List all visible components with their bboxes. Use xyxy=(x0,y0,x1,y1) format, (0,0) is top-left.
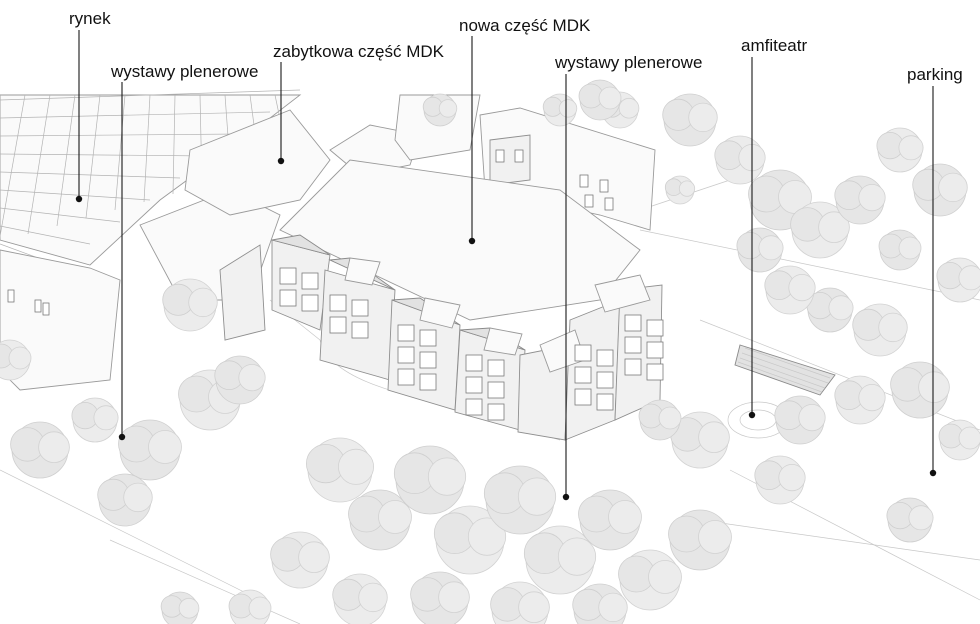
dot-zabytkowa xyxy=(277,157,285,165)
tree xyxy=(71,397,119,443)
tree xyxy=(160,591,200,624)
label-amfiteatr: amfiteatr xyxy=(741,36,808,55)
historic-mdk-building xyxy=(394,94,656,231)
tree xyxy=(523,525,597,595)
tree xyxy=(393,445,467,515)
tree xyxy=(736,227,784,273)
tree xyxy=(578,79,622,121)
dot-nowa xyxy=(468,237,476,245)
tree xyxy=(852,303,908,357)
tree xyxy=(834,175,886,225)
label-wystawy-plenerowe-right: wystawy plenerowe xyxy=(555,53,703,72)
tree xyxy=(912,163,968,217)
label-wystawy-plenerowe-left: wystawy plenerowe xyxy=(111,62,259,81)
tree xyxy=(433,505,507,575)
tree xyxy=(618,549,682,611)
tree xyxy=(542,93,578,127)
tree xyxy=(483,465,557,535)
tree xyxy=(332,573,388,624)
tree xyxy=(228,589,272,624)
dot-rynek xyxy=(75,195,83,203)
tree xyxy=(572,583,628,624)
tree xyxy=(0,339,32,381)
tree xyxy=(834,375,886,425)
tree xyxy=(97,473,153,527)
tree xyxy=(806,287,854,333)
trees xyxy=(0,79,980,624)
amphitheatre xyxy=(727,344,836,439)
label-nowa-czesc-mdk: nowa część MDK xyxy=(459,16,591,35)
tree xyxy=(118,419,182,481)
tree xyxy=(662,93,718,147)
tree xyxy=(10,421,70,479)
tree xyxy=(714,135,766,185)
new-mdk-building xyxy=(271,159,664,441)
tree xyxy=(270,531,330,589)
tree xyxy=(754,455,806,505)
tree xyxy=(162,278,218,332)
tree xyxy=(878,229,922,271)
tree xyxy=(938,419,980,461)
label-rynek: rynek xyxy=(69,9,111,28)
tree xyxy=(410,571,470,624)
tree xyxy=(890,361,950,419)
tree xyxy=(790,201,850,259)
tree xyxy=(668,509,732,571)
tree xyxy=(764,265,816,315)
tree xyxy=(214,355,266,405)
label-zabytkowa-czesc-mdk: zabytkowa część MDK xyxy=(273,42,444,61)
dot-wystawy-left xyxy=(118,433,126,441)
tree xyxy=(348,489,412,551)
tree xyxy=(886,497,934,543)
tree xyxy=(936,257,980,303)
tree xyxy=(422,93,458,127)
dot-wystawy-right xyxy=(562,493,570,501)
tree xyxy=(664,175,696,205)
dot-parking xyxy=(929,469,937,477)
tree xyxy=(774,395,826,445)
tree xyxy=(305,437,374,503)
tree xyxy=(876,127,924,173)
tree xyxy=(490,581,550,624)
leader-lines xyxy=(75,30,937,501)
tree xyxy=(578,489,642,551)
dot-amfiteatr xyxy=(748,411,756,419)
label-parking: parking xyxy=(907,65,963,84)
tree xyxy=(638,399,682,441)
